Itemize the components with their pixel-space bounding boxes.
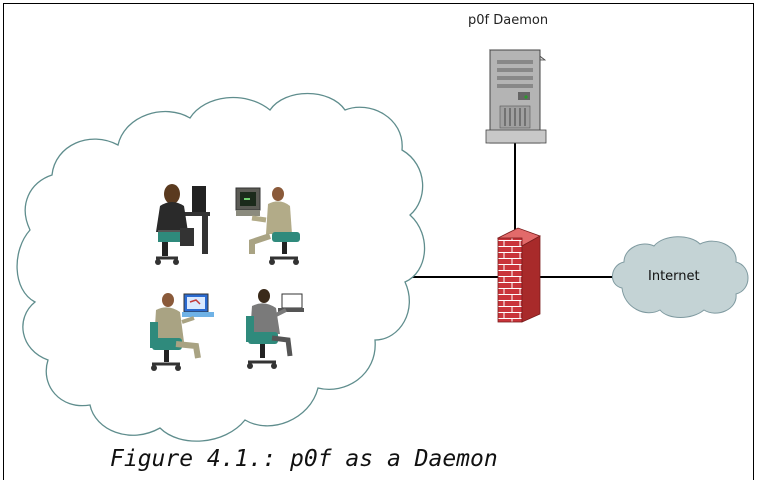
server-icon — [485, 49, 547, 144]
internet-cloud-icon — [612, 236, 749, 318]
network-links — [412, 143, 616, 278]
figure-frame — [3, 3, 754, 480]
person-at-laptop-icon — [150, 293, 214, 371]
server-label: p0f Daemon — [468, 13, 549, 28]
internet-cloud — [612, 236, 749, 318]
firewall-body — [497, 237, 523, 323]
figure-caption: Figure 4.1.: p0f as a Daemon — [110, 446, 498, 472]
person-at-terminal-icon — [235, 187, 300, 265]
person-at-laptop-icon — [246, 289, 304, 369]
firewall-side — [521, 235, 541, 323]
cloud-icon — [16, 92, 426, 442]
internet-label: Internet — [648, 269, 700, 284]
firewall-icon — [496, 227, 541, 323]
lan-cloud — [16, 92, 426, 442]
person-at-desktop-icon — [155, 184, 210, 265]
